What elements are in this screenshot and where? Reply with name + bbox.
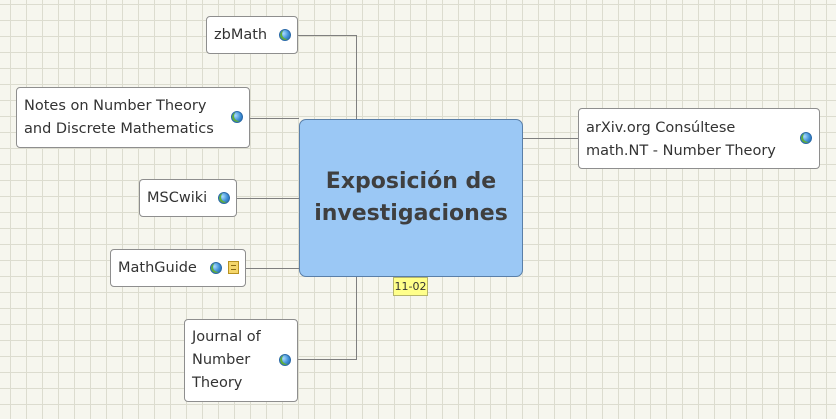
topic-notes-number-theory-line1: Notes on Number Theory (24, 98, 207, 114)
globe-icon[interactable] (218, 192, 230, 204)
topic-journal-number-theory-line2: Number (192, 352, 251, 368)
note-icon[interactable] (228, 261, 239, 274)
central-topic-title: Exposición de investigaciones (314, 166, 508, 230)
topic-mscwiki[interactable]: MSCwiki (139, 179, 237, 217)
topic-journal-number-theory[interactable]: Journal of Number Theory (184, 319, 298, 402)
central-topic[interactable]: Exposición de investigaciones (299, 119, 523, 277)
topic-arxiv-line2: math.NT - Number Theory (586, 143, 776, 159)
globe-icon[interactable] (231, 111, 243, 123)
topic-journal-number-theory-line3: Theory (192, 375, 243, 391)
topic-mscwiki-label: MSCwiki (147, 190, 208, 206)
topic-notes-number-theory[interactable]: Notes on Number Theory and Discrete Math… (16, 87, 250, 148)
connector-zbmath (297, 35, 357, 119)
globe-icon[interactable] (279, 29, 291, 41)
globe-icon[interactable] (800, 132, 812, 144)
topic-arxiv-line1: arXiv.org Consúltese (586, 120, 736, 136)
connector-journal-number-theory (297, 277, 357, 360)
date-tag: 11-02 (393, 277, 428, 296)
topic-zbmath-label: zbMath (214, 27, 268, 43)
topic-arxiv[interactable]: arXiv.org Consúltese math.NT - Number Th… (578, 108, 820, 169)
topic-mathguide-label: MathGuide (118, 260, 197, 276)
globe-icon[interactable] (279, 354, 291, 366)
central-topic-line2: investigaciones (314, 201, 508, 226)
topic-zbmath[interactable]: zbMath (206, 16, 298, 54)
central-topic-line1: Exposición de (325, 169, 497, 194)
topic-mathguide[interactable]: MathGuide (110, 249, 246, 287)
globe-icon[interactable] (210, 262, 222, 274)
topic-journal-number-theory-line1: Journal of (192, 329, 261, 345)
topic-notes-number-theory-line2: and Discrete Mathematics (24, 121, 214, 137)
